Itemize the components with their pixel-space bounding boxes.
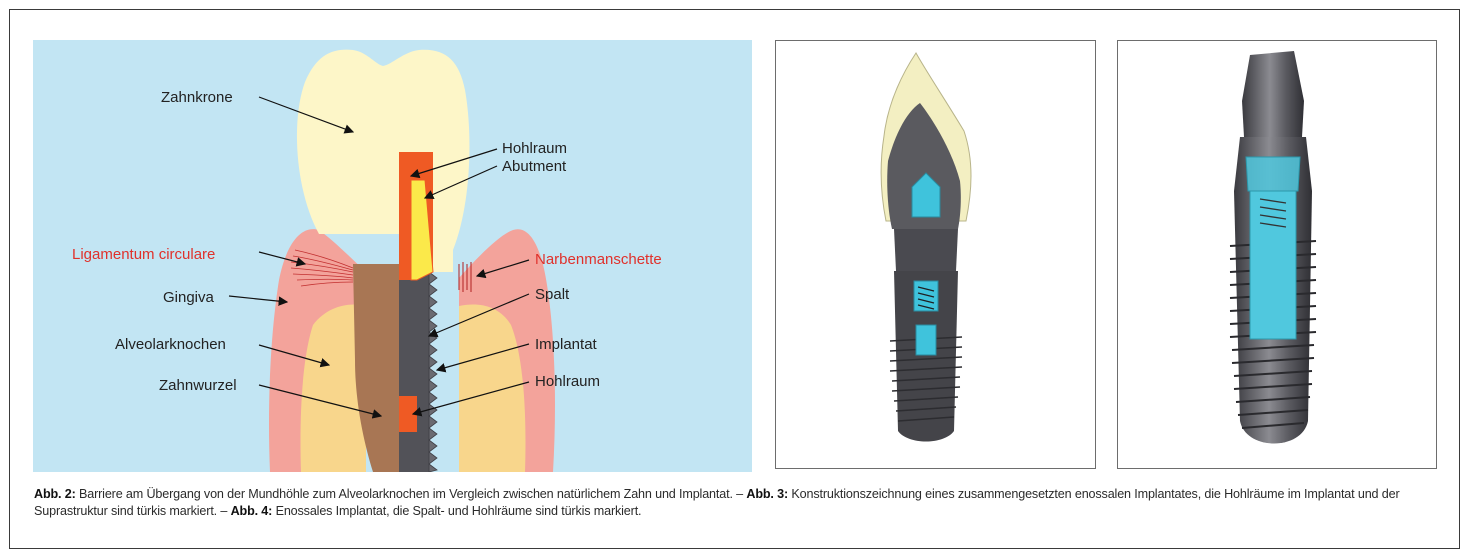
cavity-lower (916, 325, 936, 355)
label-alveolarknochen: Alveolarknochen (115, 336, 226, 353)
label-hohlraum-bottom: Hohlraum (535, 373, 600, 390)
figure-3-construction-drawing (775, 40, 1096, 469)
label-zahnwurzel: Zahnwurzel (159, 377, 237, 394)
label-implantat: Implantat (535, 336, 598, 353)
label-spalt: Spalt (535, 286, 570, 303)
figure-2-diagram: Zahnkrone Hohlraum Abutment Ligamentum c… (33, 40, 752, 472)
figure-caption: Abb. 2: Barriere am Übergang von der Mun… (34, 486, 1439, 520)
tooth-implant-diagram: Zahnkrone Hohlraum Abutment Ligamentum c… (33, 40, 752, 472)
label-hohlraum-top: Hohlraum (502, 140, 567, 157)
implant-rendering-svg (1118, 41, 1436, 468)
implant-construction-svg (776, 41, 1095, 468)
label-abutment: Abutment (502, 158, 567, 175)
abutment-head (1242, 51, 1304, 137)
caption-abb2-label: Abb. 2: (34, 487, 76, 501)
label-gingiva: Gingiva (163, 289, 215, 306)
caption-abb3-label: Abb. 3: (746, 487, 788, 501)
caption-abb4-text: Enossales Implantat, die Spalt- und Hohl… (272, 504, 641, 518)
abutment-body (894, 229, 958, 271)
cavity-shaft (1250, 191, 1296, 339)
cavity-head (1246, 157, 1300, 191)
caption-abb4-label: Abb. 4: (231, 504, 273, 518)
label-zahnkrone: Zahnkrone (161, 89, 233, 106)
label-ligamentum-circulare: Ligamentum circulare (72, 246, 215, 263)
label-narbenmanschette: Narbenmanschette (535, 251, 662, 268)
implant-core (399, 264, 429, 472)
caption-abb2-text: Barriere am Übergang von der Mundhöhle z… (76, 487, 747, 501)
figure-4-implant (1117, 40, 1437, 469)
